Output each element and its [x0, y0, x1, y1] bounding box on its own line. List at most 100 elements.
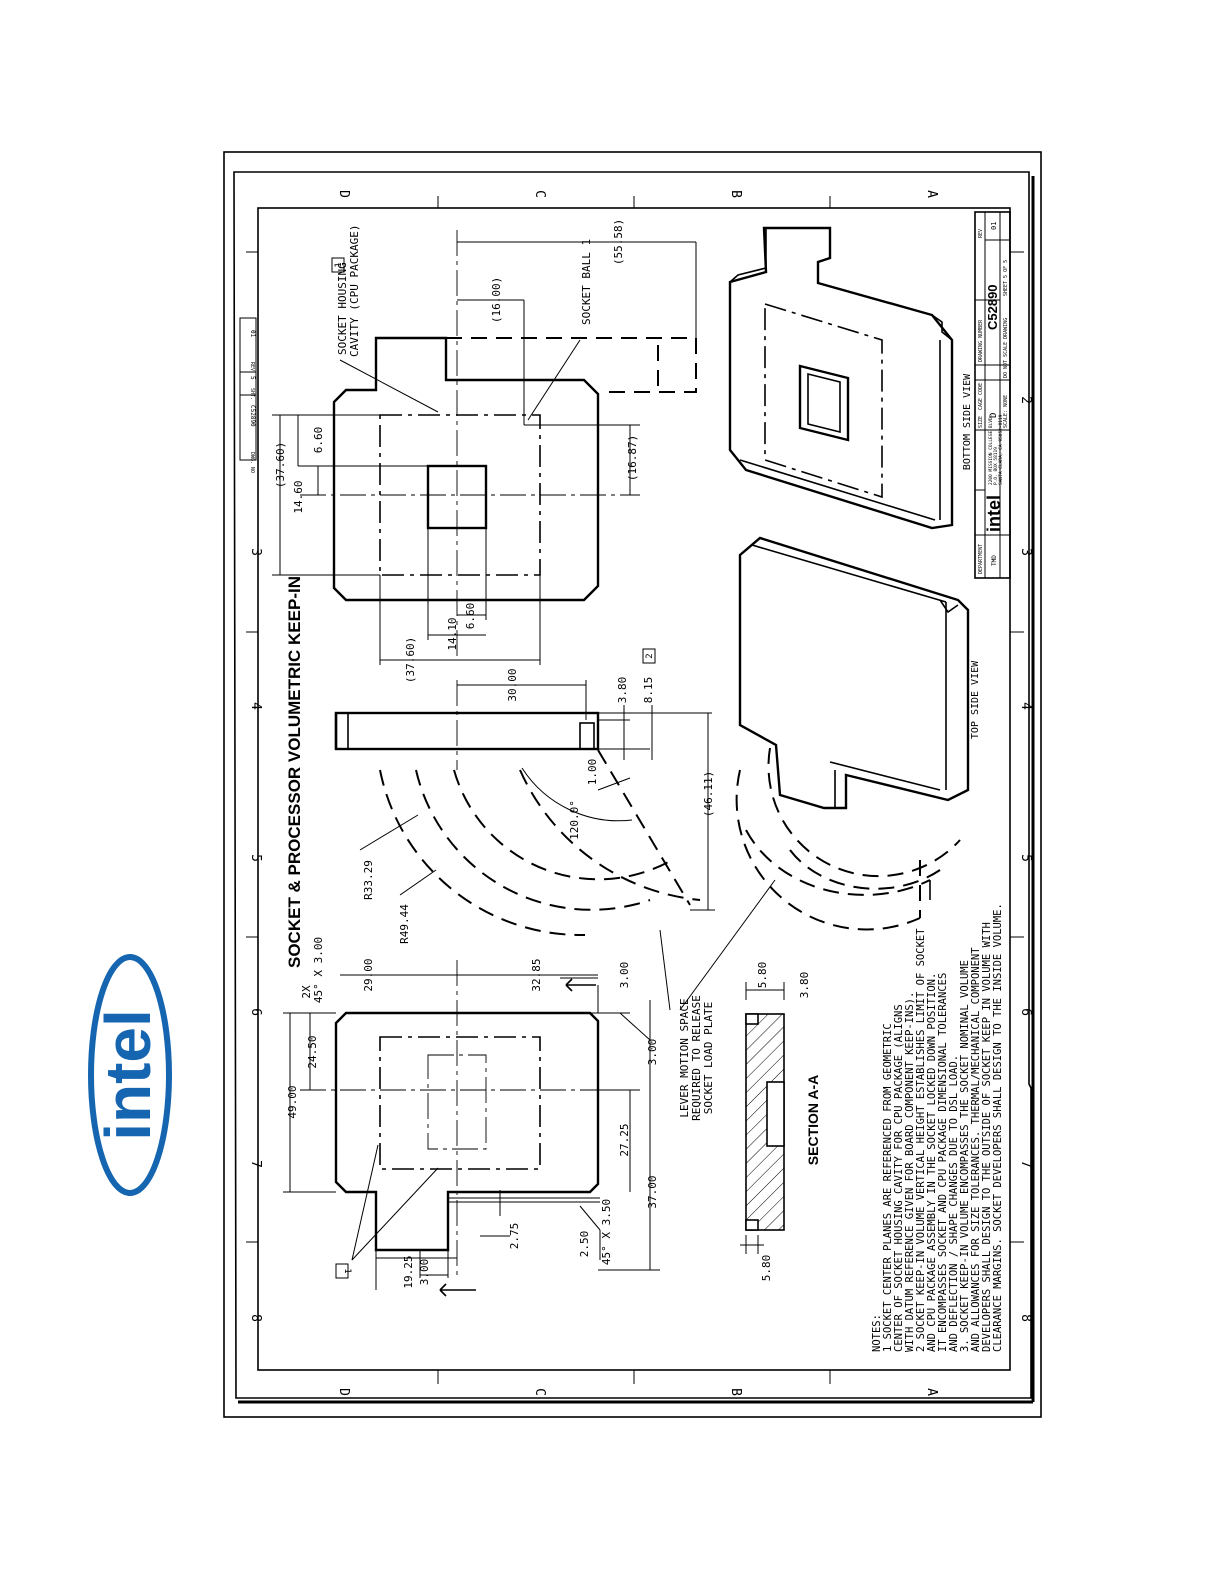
intel-logo: intel — [88, 954, 172, 1196]
note-line-3: WITH DATUM REFERENCE GIVEN FOR BOARD COM… — [904, 992, 916, 1352]
dim-37-60-side: (37.60) — [274, 442, 287, 488]
iso-bottom-view: BOTTOM SIDE VIEW — [728, 226, 973, 530]
dim-3-00-right: 3.00 — [646, 1039, 659, 1066]
side-rev-label: REV — [249, 362, 255, 371]
lever-label-line-1: LEVER MOTION SPACE — [678, 998, 691, 1117]
dim-3-80-side: 3.80 — [616, 677, 629, 704]
iso-bottom-outline — [728, 226, 954, 530]
zone-ticks — [246, 196, 1024, 1384]
note-line-5: AND CPU PACKAGE ASSEMBLY IN THE SOCKET L… — [926, 973, 938, 1352]
dim-37-00: 37.00 — [646, 1175, 659, 1208]
dim-14-60: 14.60 — [292, 480, 305, 513]
dim-r33-29: R33.29 — [362, 860, 375, 900]
title-department-label: DEPARTMENT — [978, 544, 984, 574]
dim-3-00-top: 3.00 — [618, 962, 631, 989]
chamfer-2x-label: 2X — [300, 985, 313, 999]
side-drawing-number-block: DWG. NO C52890 SHT. 5 REV 01 — [239, 317, 257, 473]
title-sheet-of: SHEET 5 OF 5 — [1003, 260, 1009, 296]
zone-numbers: 8 7 6 5 4 3 8 7 6 5 4 3 2 — [248, 396, 1033, 1322]
zone-number-7: 7 — [248, 1160, 263, 1168]
zone-letter-c-top: C — [532, 190, 547, 198]
dim-3-00-bottom: 3.00 — [418, 1259, 431, 1286]
zone-number-5: 5 — [248, 854, 263, 862]
chamfer-45-3-00-label: 45° X 3.00 — [312, 937, 325, 1003]
zone-number-6: 6 — [248, 1008, 263, 1016]
dim-46-11: (46.11) — [702, 771, 715, 817]
title-rev-value: 01 — [990, 222, 998, 230]
note-line-7: AND DEFLECTION / SHAPE CHANGES DUE TO DS… — [948, 1055, 960, 1352]
dim-37-60-bottom: (37.60) — [404, 637, 417, 683]
iso-top-outline — [738, 536, 970, 810]
dim-6-60-top: 6.60 — [312, 427, 325, 454]
zone-number-8-right: 8 — [1018, 1314, 1033, 1322]
plan-view-package-cavity — [427, 1054, 487, 1150]
angle-120-arc — [521, 767, 633, 822]
plan-view: 1 — [283, 960, 660, 1297]
dim-angle-120: 120.0° — [568, 800, 581, 840]
note-line-9: AND ALLOWANCES FOR SIZE TOLERANCES. THER… — [970, 947, 982, 1352]
zone-number-3: 3 — [248, 548, 263, 556]
title-do-not-scale: DO NOT SCALE DRAWING — [1003, 318, 1009, 378]
zone-letter-d-bottom: D — [336, 1388, 351, 1396]
plan-view-socket-outline — [334, 1011, 600, 1252]
zone-number-7-right: 7 — [1018, 1160, 1033, 1168]
zone-letter-b-top: B — [728, 190, 743, 198]
cavity-label: CAVITY (CPU PACKAGE) — [348, 225, 361, 357]
zone-number-8: 8 — [248, 1314, 263, 1322]
dim-r49-44: R49.44 — [398, 904, 411, 944]
title-size-label: SIZE — [978, 416, 984, 428]
side-view: 2 — [334, 648, 776, 1011]
bottom-view-lever-dashed — [446, 337, 697, 393]
section-arrow-bottom — [439, 1283, 476, 1297]
lever-arc-inner-outer — [379, 769, 586, 937]
dim-chamfer-45-3-50: 45° X 3.50 — [600, 1199, 613, 1265]
title-company-logo: intel — [984, 495, 1004, 532]
side-view-lever-pivot — [579, 722, 595, 750]
note-line-6: IT ENCOMPASSES SOCKET AND CPU PACKAGE DI… — [937, 973, 949, 1352]
dim-5-80-bottom: 5.80 — [760, 1255, 773, 1282]
dim-24-50: 24.50 — [306, 1035, 319, 1068]
title-size-value: D — [989, 413, 999, 418]
dim-29-00: 29.00 — [362, 958, 375, 991]
plan-note-1-box — [335, 1263, 349, 1279]
section-arrow-top — [565, 978, 596, 992]
plan-note-1-ref: 1 — [342, 1268, 352, 1273]
note-line-10: DEVELOPERS SHALL DESIGN TO THE OUTSIDE O… — [981, 922, 993, 1352]
iso-bottom-cavity — [798, 364, 850, 442]
title-address-2: P.O. BOX 58119 — [993, 447, 999, 485]
side-rev-value: 01 — [249, 330, 256, 338]
outer-frame — [223, 151, 1042, 1418]
zone-number-4: 4 — [248, 702, 263, 710]
intel-logo-text: intel — [92, 1009, 164, 1141]
dim-55-58: (55.58) — [612, 219, 625, 265]
zone-letter-b-bottom: B — [728, 1388, 743, 1396]
dim-14-10: 14.10 — [446, 617, 459, 650]
note-line-2: CENTER OF SOCKET HOUSING CAVITY FOR CPU … — [893, 1004, 905, 1352]
side-note-2-ref: 2 — [645, 653, 655, 658]
note-line-8: 3. SOCKET KEEP-IN VOLUME ENCOMPASSES THE… — [959, 960, 971, 1352]
dim-2-75: 2.75 — [508, 1223, 521, 1250]
dim-49-00: 49.00 — [286, 1085, 299, 1118]
side-note-2-box — [642, 648, 656, 664]
dim-30-00: 30.00 — [506, 668, 519, 701]
title-block: DEPARTMENT TMD intel 2200 MISSION COLLEG… — [974, 211, 1011, 579]
lever-radial-line — [597, 749, 691, 906]
title-drawing-number: C52890 — [985, 284, 1000, 330]
side-view-dims: 30.00 3.80 8.15 1.00 120.0° (46.11) R33.… — [362, 668, 715, 1120]
bottom-view: 1 — [272, 230, 697, 665]
lever-arc-inner — [415, 769, 651, 911]
bottom-view-dims: (37.60) 14.60 6.60 (37.60) 14.10 6.60 (1… — [274, 219, 639, 683]
zone-letter-c-bottom: C — [532, 1388, 547, 1396]
zone-letter-a-top: A — [924, 190, 939, 198]
title-cage-label: CAGE CODE — [978, 383, 984, 410]
plan-view-dims: 49.00 24.50 29.00 32.85 3.00 3.00 27.25 … — [286, 937, 659, 1289]
dim-6-60-bottom: 6.60 — [464, 603, 477, 630]
zone-number-6-right: 6 — [1018, 1008, 1033, 1016]
bottom-note-1-ref: 1 — [334, 262, 344, 267]
zone-number-3-right: 3 — [1018, 548, 1033, 556]
lever-arc-large — [519, 769, 701, 901]
zone-letters: D C B A D C B A — [336, 190, 939, 1396]
dim-16-00: (16.00) — [490, 277, 503, 323]
